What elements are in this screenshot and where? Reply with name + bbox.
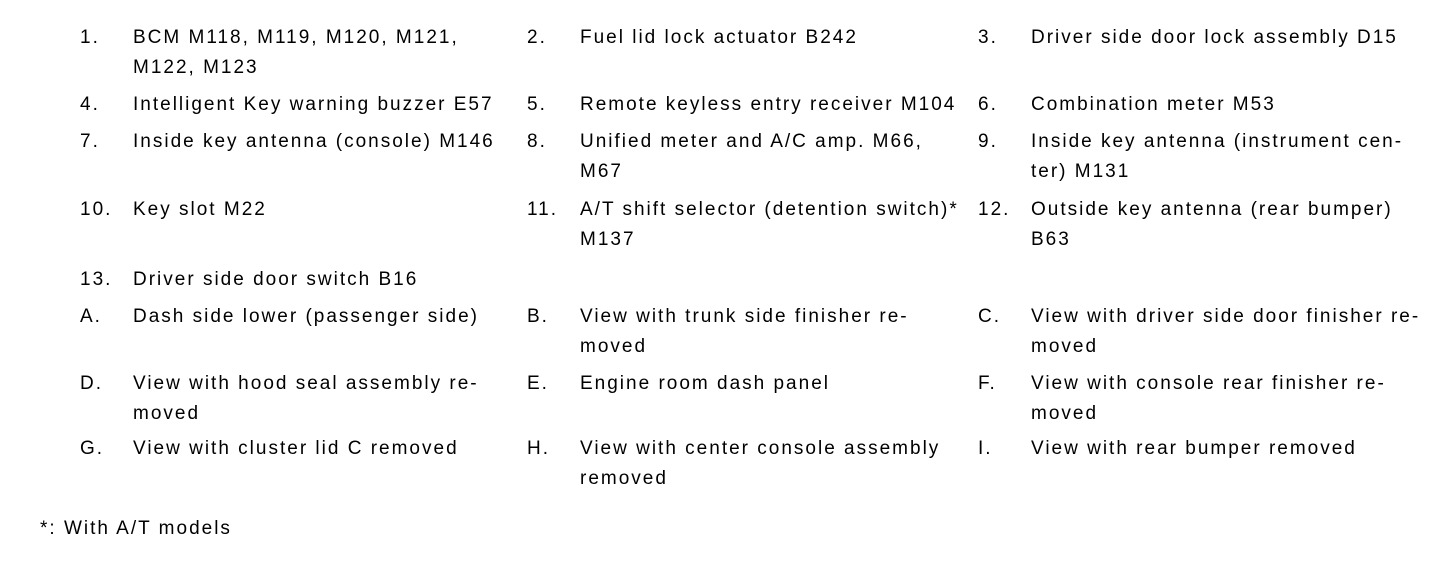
- legend-item-10-text: Key slot M22: [133, 199, 267, 220]
- legend-item-12-number: 12.: [978, 199, 1011, 220]
- legend-item-9-number: 9.: [978, 131, 998, 152]
- legend-item-1-text: BCM M118, M119, M120, M121, M122, M123: [133, 27, 459, 78]
- legend-item-3: 3. Driver side door lock assembly D15: [978, 23, 1456, 53]
- legend-item-1: 1. BCM M118, M119, M120, M121, M122, M12…: [80, 23, 527, 83]
- legend-row-1: 1. BCM M118, M119, M120, M121, M122, M12…: [80, 23, 1456, 83]
- legend-item-E: E. Engine room dash panel: [527, 369, 978, 399]
- legend-item-2: 2. Fuel lid lock actuator B242: [527, 23, 978, 53]
- legend-item-I-text: View with rear bumper removed: [1031, 438, 1357, 459]
- legend-row-7: D. View with hood seal assembly re- move…: [80, 369, 1456, 429]
- legend-item-13-text: Driver side door switch B16: [133, 269, 419, 290]
- legend-item-5: 5. Remote keyless entry receiver M104: [527, 90, 978, 120]
- legend-row-8: G. View with cluster lid C removed H. Vi…: [80, 434, 1456, 494]
- legend-row-5: 13. Driver side door switch B16: [80, 265, 1456, 295]
- legend-item-6: 6. Combination meter M53: [978, 90, 1456, 120]
- legend-item-6-number: 6.: [978, 94, 998, 115]
- legend-item-9: 9. Inside key antenna (instrument cen- t…: [978, 127, 1456, 187]
- legend-item-7-text: Inside key antenna (console) M146: [133, 131, 495, 152]
- legend-row-6: A. Dash side lower (passenger side) B. V…: [80, 302, 1456, 362]
- legend-item-4-text: Intelligent Key warning buzzer E57: [133, 94, 494, 115]
- legend-item-6-text: Combination meter M53: [1031, 94, 1276, 115]
- legend-item-1-number: 1.: [80, 27, 100, 48]
- legend-item-13: 13. Driver side door switch B16: [80, 265, 527, 295]
- legend-item-I: I. View with rear bumper removed: [978, 434, 1456, 464]
- legend-item-5-text: Remote keyless entry receiver M104: [580, 94, 957, 115]
- legend-item-D-letter: D.: [80, 373, 103, 394]
- legend-item-D: D. View with hood seal assembly re- move…: [80, 369, 527, 429]
- legend-item-7-number: 7.: [80, 131, 100, 152]
- legend-item-12: 12. Outside key antenna (rear bumper) B6…: [978, 195, 1456, 255]
- legend-item-3-number: 3.: [978, 27, 998, 48]
- legend-item-A: A. Dash side lower (passenger side): [80, 302, 527, 332]
- legend-item-G: G. View with cluster lid C removed: [80, 434, 527, 464]
- legend-item-B-letter: B.: [527, 306, 549, 327]
- legend-item-F-letter: F.: [978, 373, 997, 394]
- legend-item-10-number: 10.: [80, 199, 113, 220]
- legend-item-G-text: View with cluster lid C removed: [133, 438, 459, 459]
- legend-item-3-text: Driver side door lock assembly D15: [1031, 27, 1398, 48]
- legend-row-2: 4. Intelligent Key warning buzzer E57 5.…: [80, 90, 1456, 120]
- legend-row-4: 10. Key slot M22 11. A/T shift selector …: [80, 195, 1456, 255]
- legend-item-C-text: View with driver side door finisher re- …: [1031, 306, 1421, 357]
- legend-item-4-number: 4.: [80, 94, 100, 115]
- legend-item-C: C. View with driver side door finisher r…: [978, 302, 1456, 362]
- legend-item-H-letter: H.: [527, 438, 550, 459]
- legend-item-9-text: Inside key antenna (instrument cen- ter)…: [1031, 131, 1404, 182]
- legend-item-11-text: A/T shift selector (detention switch)* M…: [580, 199, 959, 250]
- legend-item-11: 11. A/T shift selector (detention switch…: [527, 195, 978, 255]
- asterisk-footnote: *: With A/T models: [40, 518, 232, 539]
- legend-item-I-letter: I.: [978, 438, 993, 459]
- legend-item-11-number: 11.: [527, 199, 559, 220]
- legend-item-F-text: View with console rear finisher re- move…: [1031, 373, 1386, 424]
- legend-item-G-letter: G.: [80, 438, 105, 459]
- legend-item-8-number: 8.: [527, 131, 547, 152]
- legend-row-3: 7. Inside key antenna (console) M146 8. …: [80, 127, 1456, 187]
- legend-item-2-text: Fuel lid lock actuator B242: [580, 27, 858, 48]
- legend-item-7: 7. Inside key antenna (console) M146: [80, 127, 527, 157]
- legend-item-13-number: 13.: [80, 269, 113, 290]
- legend-item-A-letter: A.: [80, 306, 102, 327]
- legend-item-E-letter: E.: [527, 373, 549, 394]
- legend-item-8-text: Unified meter and A/C amp. M66, M67: [580, 131, 923, 182]
- legend-item-10: 10. Key slot M22: [80, 195, 527, 225]
- legend-item-H-text: View with center console assembly remove…: [580, 438, 941, 489]
- legend-item-A-text: Dash side lower (passenger side): [133, 306, 479, 327]
- legend-item-H: H. View with center console assembly rem…: [527, 434, 978, 494]
- legend-item-8: 8. Unified meter and A/C amp. M66, M67: [527, 127, 978, 187]
- legend-item-D-text: View with hood seal assembly re- moved: [133, 373, 479, 424]
- legend-item-12-text: Outside key antenna (rear bumper) B63: [1031, 199, 1393, 250]
- legend-item-F: F. View with console rear finisher re- m…: [978, 369, 1456, 429]
- legend-item-2-number: 2.: [527, 27, 547, 48]
- legend-item-B-text: View with trunk side finisher re- moved: [580, 306, 909, 357]
- legend-item-C-letter: C.: [978, 306, 1001, 327]
- legend-item-E-text: Engine room dash panel: [580, 373, 830, 394]
- legend-item-5-number: 5.: [527, 94, 547, 115]
- legend-item-B: B. View with trunk side finisher re- mov…: [527, 302, 978, 362]
- legend-item-4: 4. Intelligent Key warning buzzer E57: [80, 90, 527, 120]
- component-legend-list: 1. BCM M118, M119, M120, M121, M122, M12…: [80, 23, 1456, 494]
